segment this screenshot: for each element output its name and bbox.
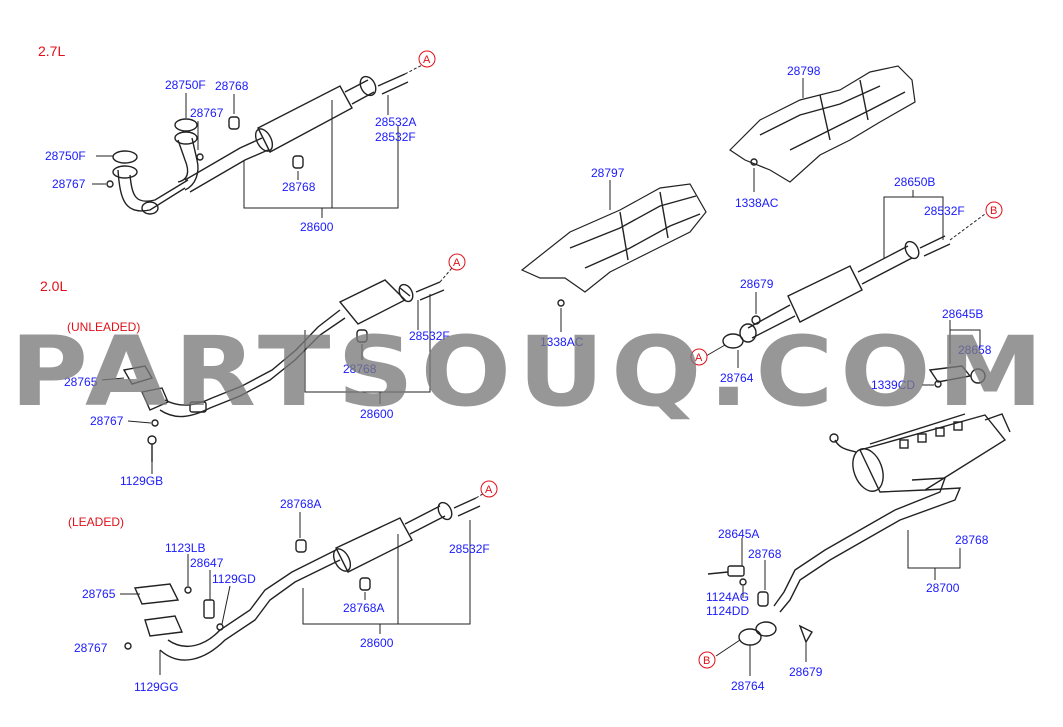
- label-28765-b: 28765: [82, 587, 116, 601]
- label-1129gb: 1129GB: [120, 474, 163, 488]
- ref-a-marker-3: A: [480, 480, 498, 498]
- ref-b-marker-2: B: [698, 651, 716, 669]
- label-28645b: 28645B: [942, 307, 983, 321]
- label-28658: 28658: [958, 343, 992, 357]
- label-1129gd: 1129GD: [212, 572, 256, 586]
- label-28768-b: 28768: [282, 180, 316, 194]
- svg-text:B: B: [990, 205, 997, 217]
- svg-text:A: A: [485, 484, 493, 496]
- label-28768a-b: 28768A: [343, 601, 384, 615]
- label-28600-a: 28600: [300, 220, 334, 234]
- label-28750f-b: 28750F: [45, 149, 86, 163]
- hanger-bracket-28645b: [922, 320, 986, 388]
- watermark-text: PARTSOUQ.COM: [10, 316, 1050, 428]
- svg-text:A: A: [695, 352, 703, 364]
- note-unleaded: (UNLEADED): [67, 320, 140, 334]
- note-leaded: (LEADED): [68, 515, 124, 529]
- section-2-0l: 2.0L: [40, 278, 67, 294]
- label-28765-a: 28765: [64, 375, 98, 389]
- label-28647: 28647: [190, 556, 224, 570]
- label-1338ac-b: 1338AC: [540, 335, 584, 349]
- ref-b-marker-1: B: [985, 201, 1003, 219]
- muffler-28700: [707, 413, 1011, 676]
- label-1124dd: 1124DD: [706, 604, 749, 618]
- label-28764-b: 28764: [731, 679, 765, 693]
- label-28764-a: 28764: [720, 371, 754, 385]
- label-28767-c: 28767: [90, 414, 124, 428]
- label-28532a: 28532A: [375, 115, 416, 129]
- label-28768-d: 28768: [748, 547, 782, 561]
- label-28767-a: 28767: [190, 106, 224, 120]
- svg-text:A: A: [423, 54, 431, 66]
- label-1339cd: 1339CD: [871, 378, 915, 392]
- label-28700: 28700: [926, 581, 960, 595]
- ref-a-marker-1: A: [418, 50, 436, 68]
- assembly-2-0l-unleaded: [101, 267, 453, 474]
- label-1123lb: 1123LB: [165, 541, 205, 555]
- label-28767-b: 28767: [52, 177, 86, 191]
- label-28532f-b: 28532F: [924, 204, 965, 218]
- label-28797: 28797: [591, 166, 625, 180]
- svg-text:B: B: [703, 655, 710, 667]
- label-28650b: 28650B: [894, 175, 935, 189]
- section-2-7l: 2.7L: [38, 43, 65, 59]
- ref-a-marker-2: A: [448, 253, 466, 271]
- label-28532f-c: 28532F: [409, 329, 450, 343]
- label-28767-d: 28767: [74, 641, 108, 655]
- assembly-2-0l-leaded: [120, 491, 487, 675]
- label-28750f-a: 28750F: [165, 78, 206, 92]
- label-28768-a: 28768: [215, 79, 249, 93]
- label-28645a: 28645A: [718, 527, 759, 541]
- heat-shield-28797: [520, 180, 707, 332]
- label-28532f-a: 28532F: [375, 130, 416, 144]
- label-1129gg: 1129GG: [134, 680, 178, 694]
- label-28600-b: 28600: [360, 407, 394, 421]
- ref-a-marker-4: A: [690, 348, 708, 366]
- label-1338ac-a: 1338AC: [735, 196, 779, 210]
- label-28768-c: 28768: [343, 362, 377, 376]
- label-28679-b: 28679: [789, 665, 823, 679]
- label-28768a-a: 28768A: [280, 497, 321, 511]
- svg-text:A: A: [453, 257, 461, 269]
- assembly-2-7l: [92, 62, 427, 218]
- heat-shield-28798: [729, 65, 916, 192]
- label-28532f-d: 28532F: [449, 542, 490, 556]
- label-28679-a: 28679: [740, 277, 774, 291]
- label-28768-e: 28768: [955, 533, 989, 547]
- label-28798: 28798: [787, 64, 821, 78]
- center-pipe-28650b: [705, 190, 986, 368]
- label-1124ag: 1124AG: [706, 590, 749, 604]
- label-28600-c: 28600: [360, 636, 394, 650]
